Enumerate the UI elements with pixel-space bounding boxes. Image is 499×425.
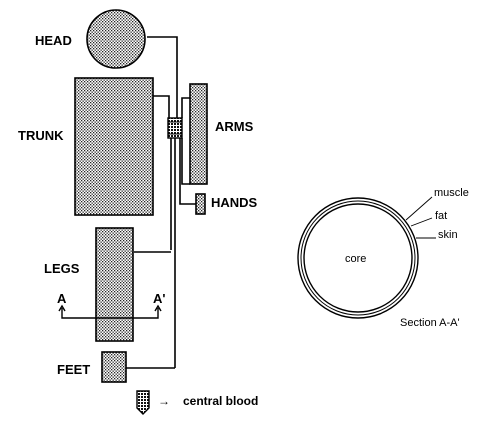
feet-label: FEET: [57, 362, 90, 377]
section-cut-line: [58, 304, 162, 319]
legend-label: central blood: [183, 394, 258, 408]
hands-label: HANDS: [211, 195, 258, 210]
fat-leader: [410, 217, 433, 227]
muscle-ring: [303, 203, 413, 313]
legs-label: LEGS: [44, 261, 80, 276]
fat-ring: [300, 200, 416, 316]
trunk-label: TRUNK: [18, 128, 64, 143]
head-segment: [86, 9, 146, 69]
section-cut-arrow-left: [58, 304, 66, 312]
central-blood-legend-icon: [136, 390, 150, 415]
hands-segment: [195, 193, 206, 215]
trunk-segment: [74, 77, 154, 216]
central-blood-pool: [167, 117, 183, 139]
muscle-label: muscle: [434, 187, 469, 199]
legend: → central blood: [136, 390, 258, 415]
muscle-leader: [405, 196, 433, 221]
section-caption: Section A-A': [400, 317, 460, 329]
arms-segment: [189, 83, 208, 185]
core-label: core: [345, 253, 366, 265]
skin-label: skin: [438, 229, 458, 241]
fat-label: fat: [435, 210, 447, 222]
feet-segment: [101, 351, 127, 383]
hands-vessel: [179, 138, 196, 205]
section-cut-arrow-right: [154, 304, 162, 312]
blood-vessels: [126, 36, 196, 369]
head-vessel: [147, 36, 178, 118]
section-marker-left: A: [57, 291, 67, 306]
skin-ring: [297, 197, 419, 319]
trunk-vessel: [153, 95, 170, 118]
section-marker-right: A': [153, 291, 165, 306]
arms-vessel-return: [181, 138, 190, 185]
cross-section: [297, 196, 436, 319]
arms-label: ARMS: [215, 119, 254, 134]
head-label: HEAD: [35, 33, 72, 48]
arms-vessel: [181, 97, 190, 118]
legend-arrow-icon: →: [158, 394, 170, 408]
legs-segment: [95, 227, 134, 342]
section-cut-marker-left: [61, 308, 159, 319]
